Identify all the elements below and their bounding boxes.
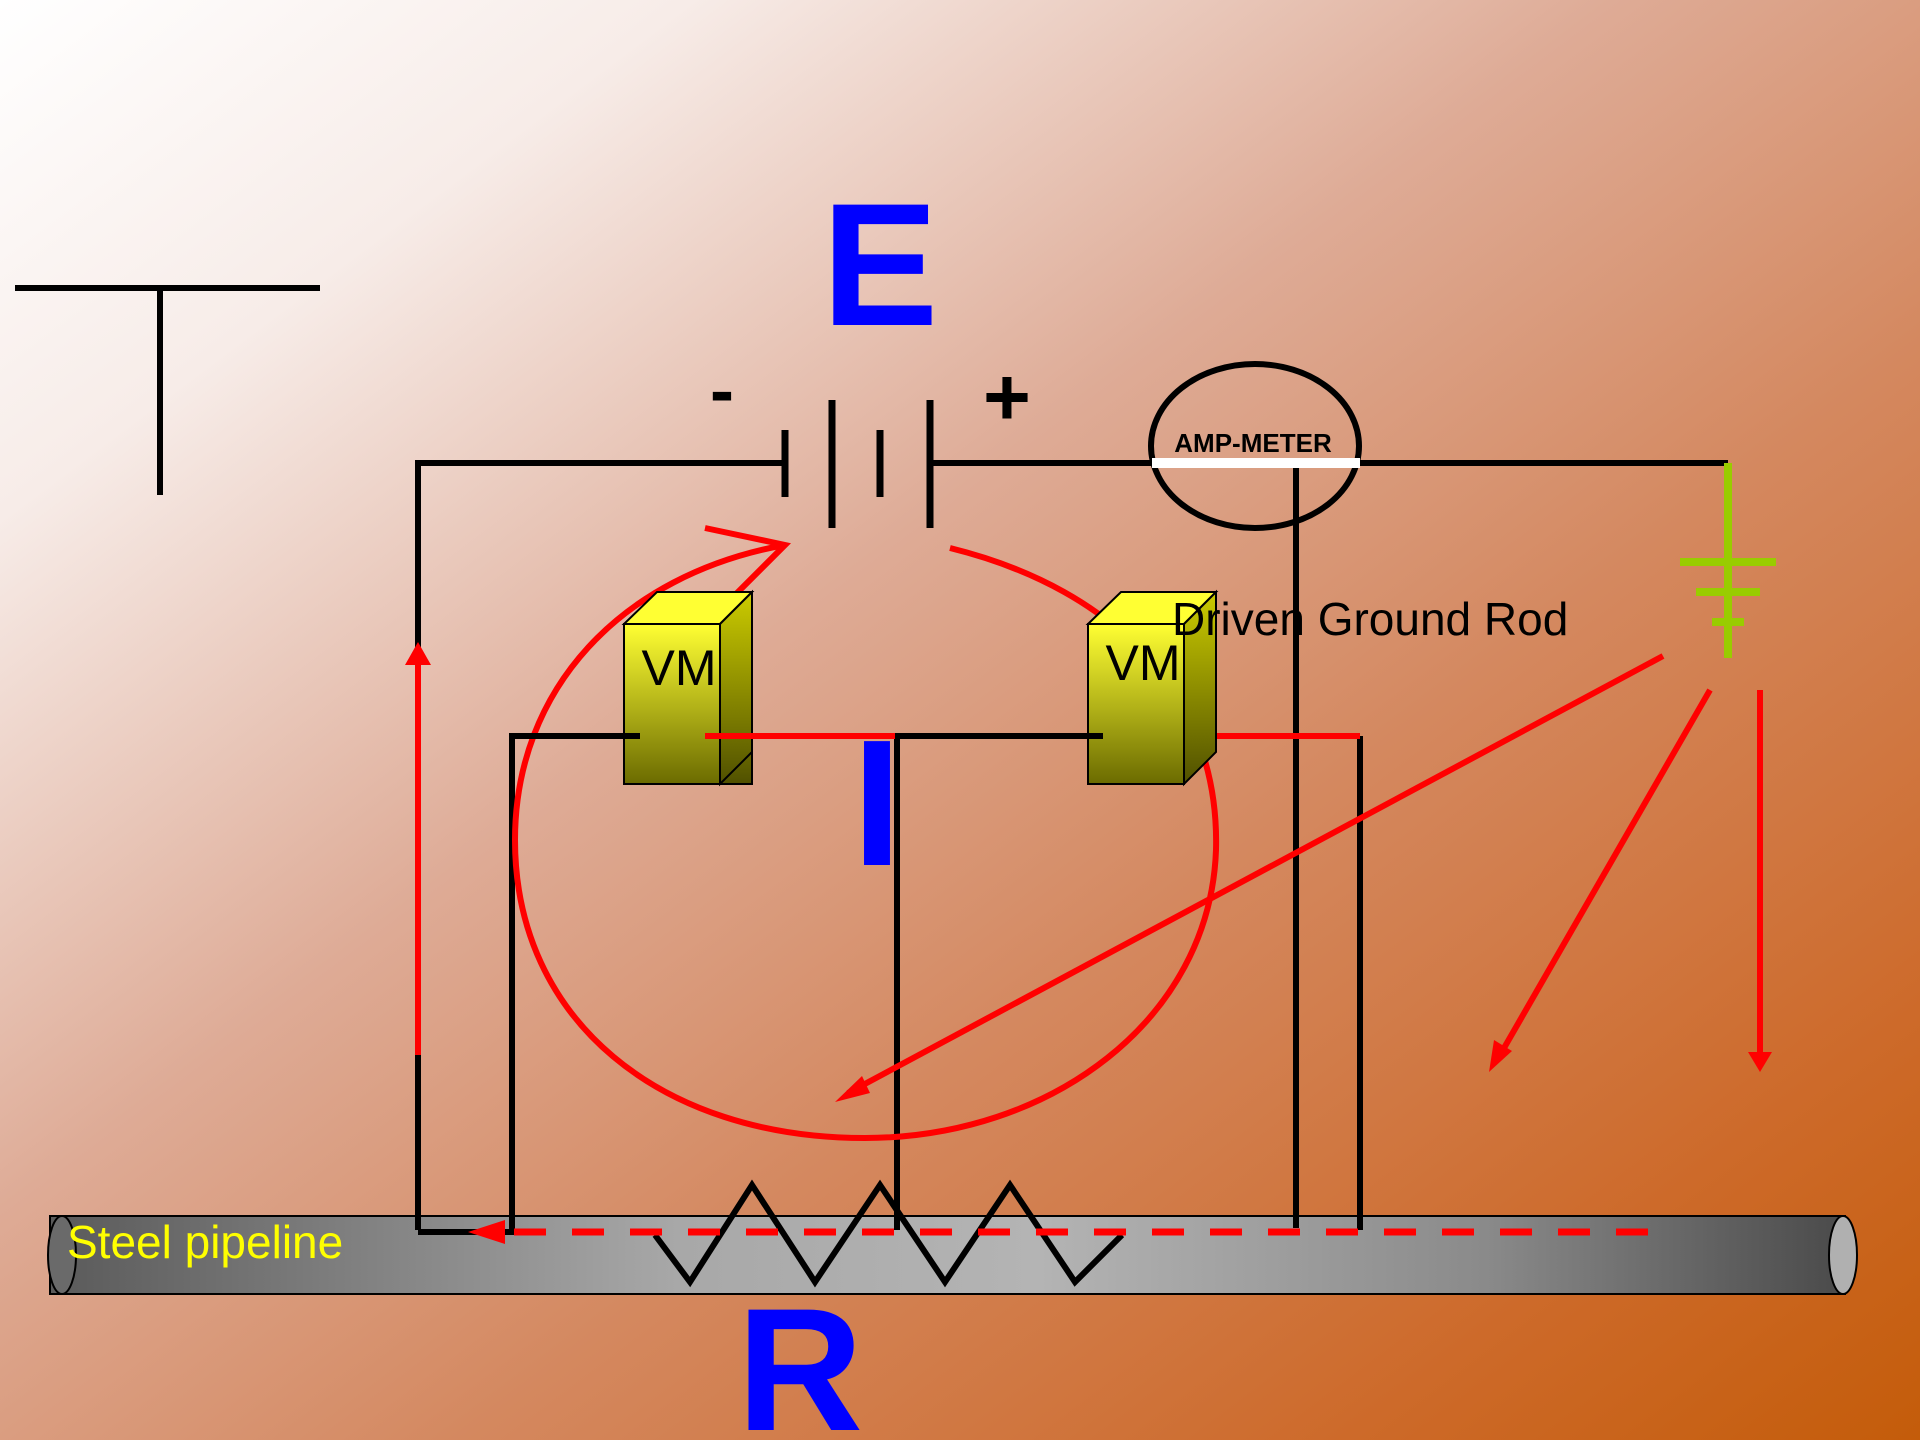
voltmeter-right-label: VM	[1106, 635, 1181, 691]
pipeline-label: Steel pipeline	[67, 1216, 343, 1268]
ammeter: AMP-METER	[1148, 361, 1362, 531]
resistor-zigzag	[652, 1179, 1125, 1288]
pipeline-current-flow	[468, 1220, 1648, 1244]
t-symbol	[15, 285, 320, 495]
voltmeter-right: VM	[1085, 589, 1219, 787]
battery	[781, 400, 934, 528]
ground-current-arrowheads	[835, 1040, 1772, 1102]
battery-plus-label: +	[983, 352, 1031, 443]
battery-minus-label: -	[710, 351, 734, 431]
voltmeter-left: VM	[621, 589, 755, 787]
ground-current-arrows	[846, 653, 1763, 1096]
resistance-label: R	[737, 1273, 863, 1440]
ground-rod-symbol	[1680, 463, 1776, 658]
voltmeter-left-label: VM	[642, 640, 717, 696]
loop-arrowhead	[704, 525, 792, 598]
ammeter-label: AMP-METER	[1174, 428, 1332, 458]
current-label: I	[852, 703, 902, 904]
upward-current-arrow	[405, 642, 431, 1055]
emf-label: E	[822, 168, 939, 363]
ground-rod-label: Driven Ground Rod	[1172, 593, 1568, 645]
